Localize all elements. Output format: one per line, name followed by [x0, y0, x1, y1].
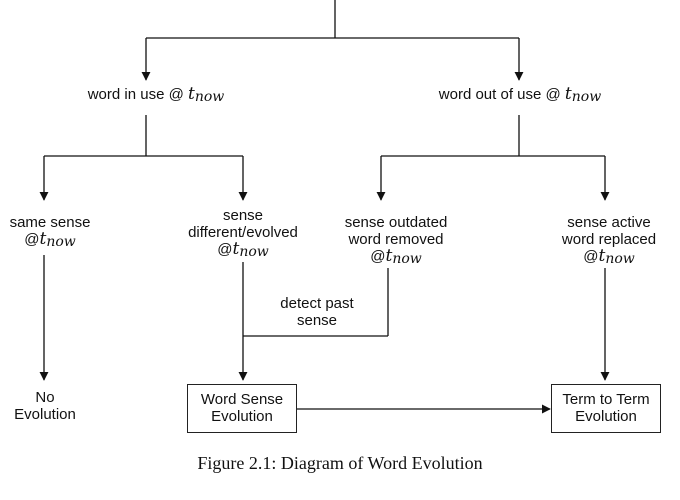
node-sense-different: sense different/evolved @tnow [173, 207, 313, 261]
box-word-sense-evolution: Word Sense Evolution [187, 384, 297, 433]
node-line: different/evolved [188, 224, 298, 241]
node-line: same sense [9, 214, 91, 231]
node-sense-outdated: sense outdated word removed @tnow [326, 214, 466, 268]
node-line: sense outdated [344, 214, 448, 231]
node-word-out-of-use: word out of use @ tnow [420, 86, 620, 106]
node-text: word in use @ [87, 86, 184, 103]
figure-caption: Figure 2.1: Diagram of Word Evolution [197, 453, 483, 473]
time-symbol: tnow [188, 84, 225, 106]
node-at-time: @tnow [370, 246, 422, 268]
node-word-in-use: word in use @ tnow [66, 86, 246, 106]
node-line: word removed [348, 231, 444, 248]
node-at-time: @tnow [217, 239, 269, 261]
node-line: word replaced [561, 231, 657, 248]
node-text: word out of use @ [438, 86, 561, 103]
node-same-sense: same sense @tnow [0, 214, 100, 251]
node-no-evolution: No Evolution [14, 389, 76, 423]
node-sense-active: sense active word replaced @tnow [544, 214, 674, 268]
node-line: sense active [567, 214, 651, 231]
node-at-time: @tnow [24, 229, 76, 251]
box-term-to-term-evolution: Term to Term Evolution [551, 384, 661, 433]
label-detect-past-sense: detect past sense [280, 295, 354, 329]
node-line: sense [222, 207, 264, 224]
time-symbol: tnow [564, 84, 602, 106]
node-at-time: @tnow [583, 246, 635, 268]
